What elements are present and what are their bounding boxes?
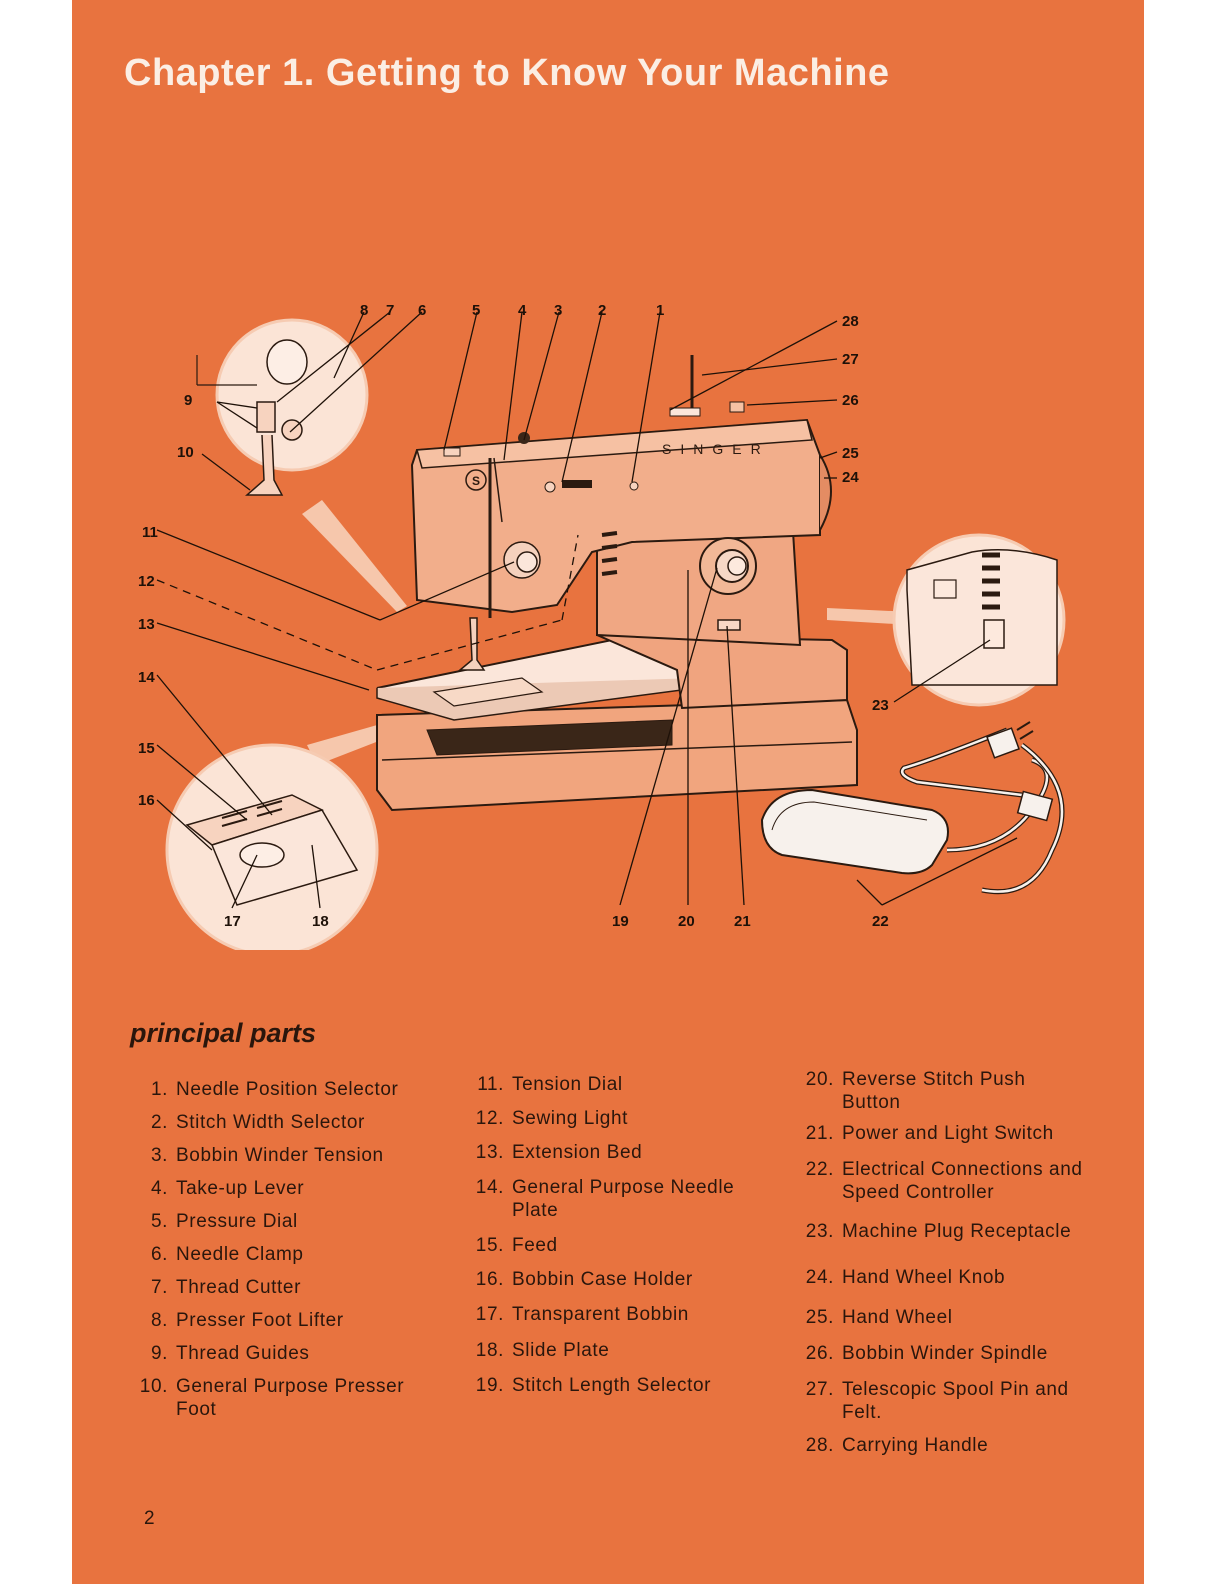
machine-illustration: S SINGER: [138, 302, 1066, 950]
callout-10: 10: [177, 444, 194, 461]
list-item: 7.Thread Cutter: [150, 1277, 302, 1298]
callout-18: 18: [312, 913, 329, 930]
list-item: 14.General Purpose Needle Plate: [475, 1177, 735, 1221]
callout-28: 28: [842, 313, 859, 330]
callout-3: 3: [554, 302, 562, 319]
sewing-machine-icon: S SINGER: [376, 355, 858, 812]
list-item: 21.Power and Light Switch: [805, 1123, 1054, 1144]
callout-numbers: 1 2 3 4 5 6 7 8 9 10 11 12 13 14 15 16 1…: [138, 302, 889, 930]
callout-11: 11: [142, 524, 158, 541]
presser-foot-detail-icon: [196, 318, 369, 496]
callout-27: 27: [842, 351, 859, 368]
page-number: 2: [144, 1508, 155, 1529]
list-item: 19.Stitch Length Selector: [475, 1375, 712, 1396]
power-plug-icon: [986, 721, 1054, 822]
list-item: 28.Carrying Handle: [805, 1435, 989, 1456]
list-item: 5.Pressure Dial: [150, 1211, 298, 1232]
list-item: 24.Hand Wheel Knob: [805, 1267, 1006, 1288]
list-item: 27.Telescopic Spool Pin and Felt.: [805, 1379, 1069, 1423]
list-item: 8.Presser Foot Lifter: [150, 1310, 344, 1331]
list-item: 25.Hand Wheel: [805, 1307, 953, 1328]
leader-lines: [156, 311, 1018, 909]
callout-4: 4: [518, 302, 527, 319]
list-item: 20.Reverse Stitch Push Button: [805, 1069, 1026, 1113]
list-item: 23.Machine Plug Receptacle: [805, 1221, 1072, 1242]
list-item: 15.Feed: [475, 1235, 558, 1256]
page-title: Chapter 1. Getting to Know Your Machine: [124, 52, 890, 94]
callout-14: 14: [138, 669, 155, 686]
list-item: 2.Stitch Width Selector: [150, 1112, 365, 1133]
list-item: 12.Sewing Light: [475, 1108, 628, 1129]
list-item: 4.Take-up Lever: [150, 1178, 305, 1199]
power-receptacle-detail-icon: [892, 533, 1066, 707]
list-item: 18.Slide Plate: [475, 1340, 610, 1361]
callout-19: 19: [612, 913, 629, 930]
foot-controller-icon: [760, 727, 1065, 895]
needle-plate-detail-icon: [165, 743, 379, 950]
callout-21: 21: [734, 913, 751, 930]
svg-text:S: S: [472, 474, 480, 488]
list-item: 16.Bobbin Case Holder: [475, 1269, 693, 1290]
callout-8: 8: [360, 302, 368, 319]
list-item: 17.Transparent Bobbin: [475, 1304, 689, 1325]
detail-beam-right: [827, 608, 912, 625]
machine-diagram: S SINGER: [72, 290, 1144, 950]
detail-beam-top: [302, 500, 407, 612]
list-item: 26.Bobbin Winder Spindle: [805, 1343, 1048, 1364]
callout-1: 1: [656, 302, 664, 319]
brand-name: SINGER: [662, 441, 770, 457]
callout-25: 25: [842, 445, 859, 462]
list-item: 6.Needle Clamp: [150, 1244, 304, 1265]
callout-6: 6: [418, 302, 426, 319]
list-item: 3.Bobbin Winder Tension: [150, 1145, 384, 1166]
callout-12: 12: [138, 573, 155, 590]
list-item: 11.Tension Dial: [477, 1074, 623, 1095]
callout-17: 17: [224, 913, 241, 930]
callout-23: 23: [872, 697, 889, 714]
callout-24: 24: [842, 469, 859, 486]
list-item: 22.Electrical Connections and Speed Cont…: [805, 1159, 1083, 1203]
list-item: 9.Thread Guides: [150, 1343, 310, 1364]
callout-13: 13: [138, 616, 155, 633]
list-item: 13.Extension Bed: [475, 1142, 643, 1163]
callout-20: 20: [678, 913, 695, 930]
list-item: 1.Needle Position Selector: [150, 1079, 399, 1100]
callout-5: 5: [472, 302, 480, 319]
callout-22: 22: [872, 913, 889, 930]
callout-7: 7: [386, 302, 394, 319]
callout-16: 16: [138, 792, 155, 809]
manual-page: Chapter 1. Getting to Know Your Machine: [72, 0, 1144, 1584]
callout-2: 2: [598, 302, 606, 319]
callout-15: 15: [138, 740, 155, 757]
callout-26: 26: [842, 392, 859, 409]
list-item: 10.General Purpose Presser Foot: [139, 1376, 405, 1420]
callout-9: 9: [184, 392, 192, 409]
section-heading: principal parts: [130, 1018, 317, 1048]
